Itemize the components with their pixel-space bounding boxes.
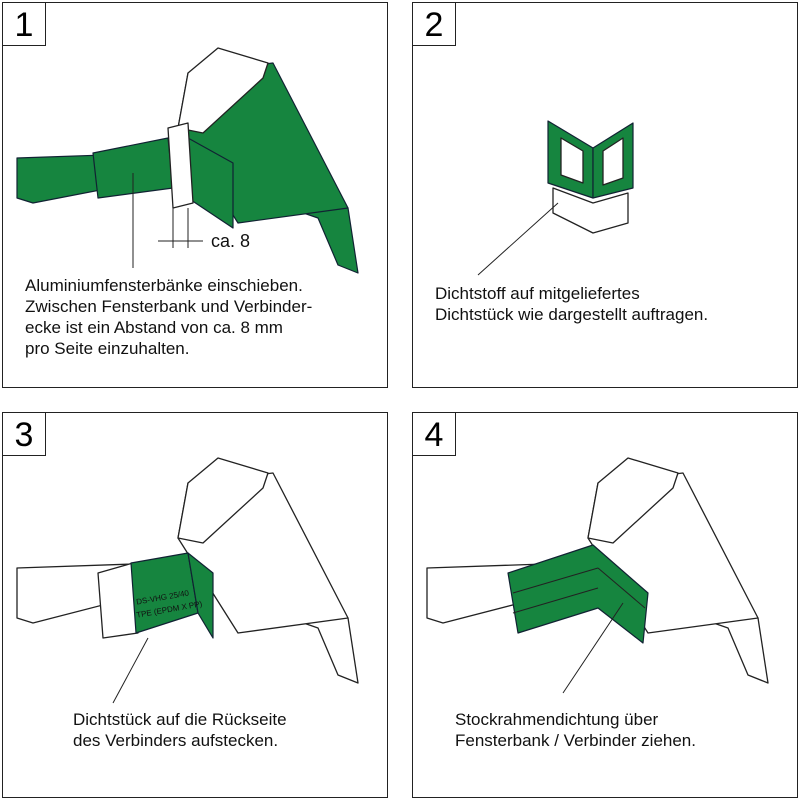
step-number: 4 — [412, 412, 456, 456]
step-caption: Dichtstück auf die Rückseite des Verbind… — [73, 710, 287, 750]
step-number: 3 — [2, 412, 46, 456]
step-2-panel: 2 Dichtstoff auf mitgeliefertes Dichtstü… — [412, 2, 798, 388]
dimension-label: ca. 8 — [211, 231, 251, 251]
step-number: 1 — [2, 2, 46, 46]
step-caption: Aluminiumfensterbänke einschieben. Zwisc… — [25, 276, 313, 358]
step-1-panel: 1 ca. 8 Aluminiumfensterbänke einschiebe… — [2, 2, 388, 388]
step-3-panel: DS-VHG 25/40 TPE (EPDM X PP) 3 Dichtstüc… — [2, 412, 388, 798]
step-number: 2 — [412, 2, 456, 46]
step-2-illustration — [477, 120, 634, 276]
step-caption: Stockrahmendichtung über Fensterbank / V… — [455, 710, 696, 750]
step-caption: Dichtstoff auf mitgeliefertes Dichtstück… — [435, 284, 709, 324]
step-3-illustration — [16, 457, 359, 704]
step-4-panel: 4 Stockrahmendichtung über Fensterbank /… — [412, 412, 798, 798]
step-1-illustration — [16, 47, 359, 274]
step-4-illustration — [426, 457, 769, 694]
